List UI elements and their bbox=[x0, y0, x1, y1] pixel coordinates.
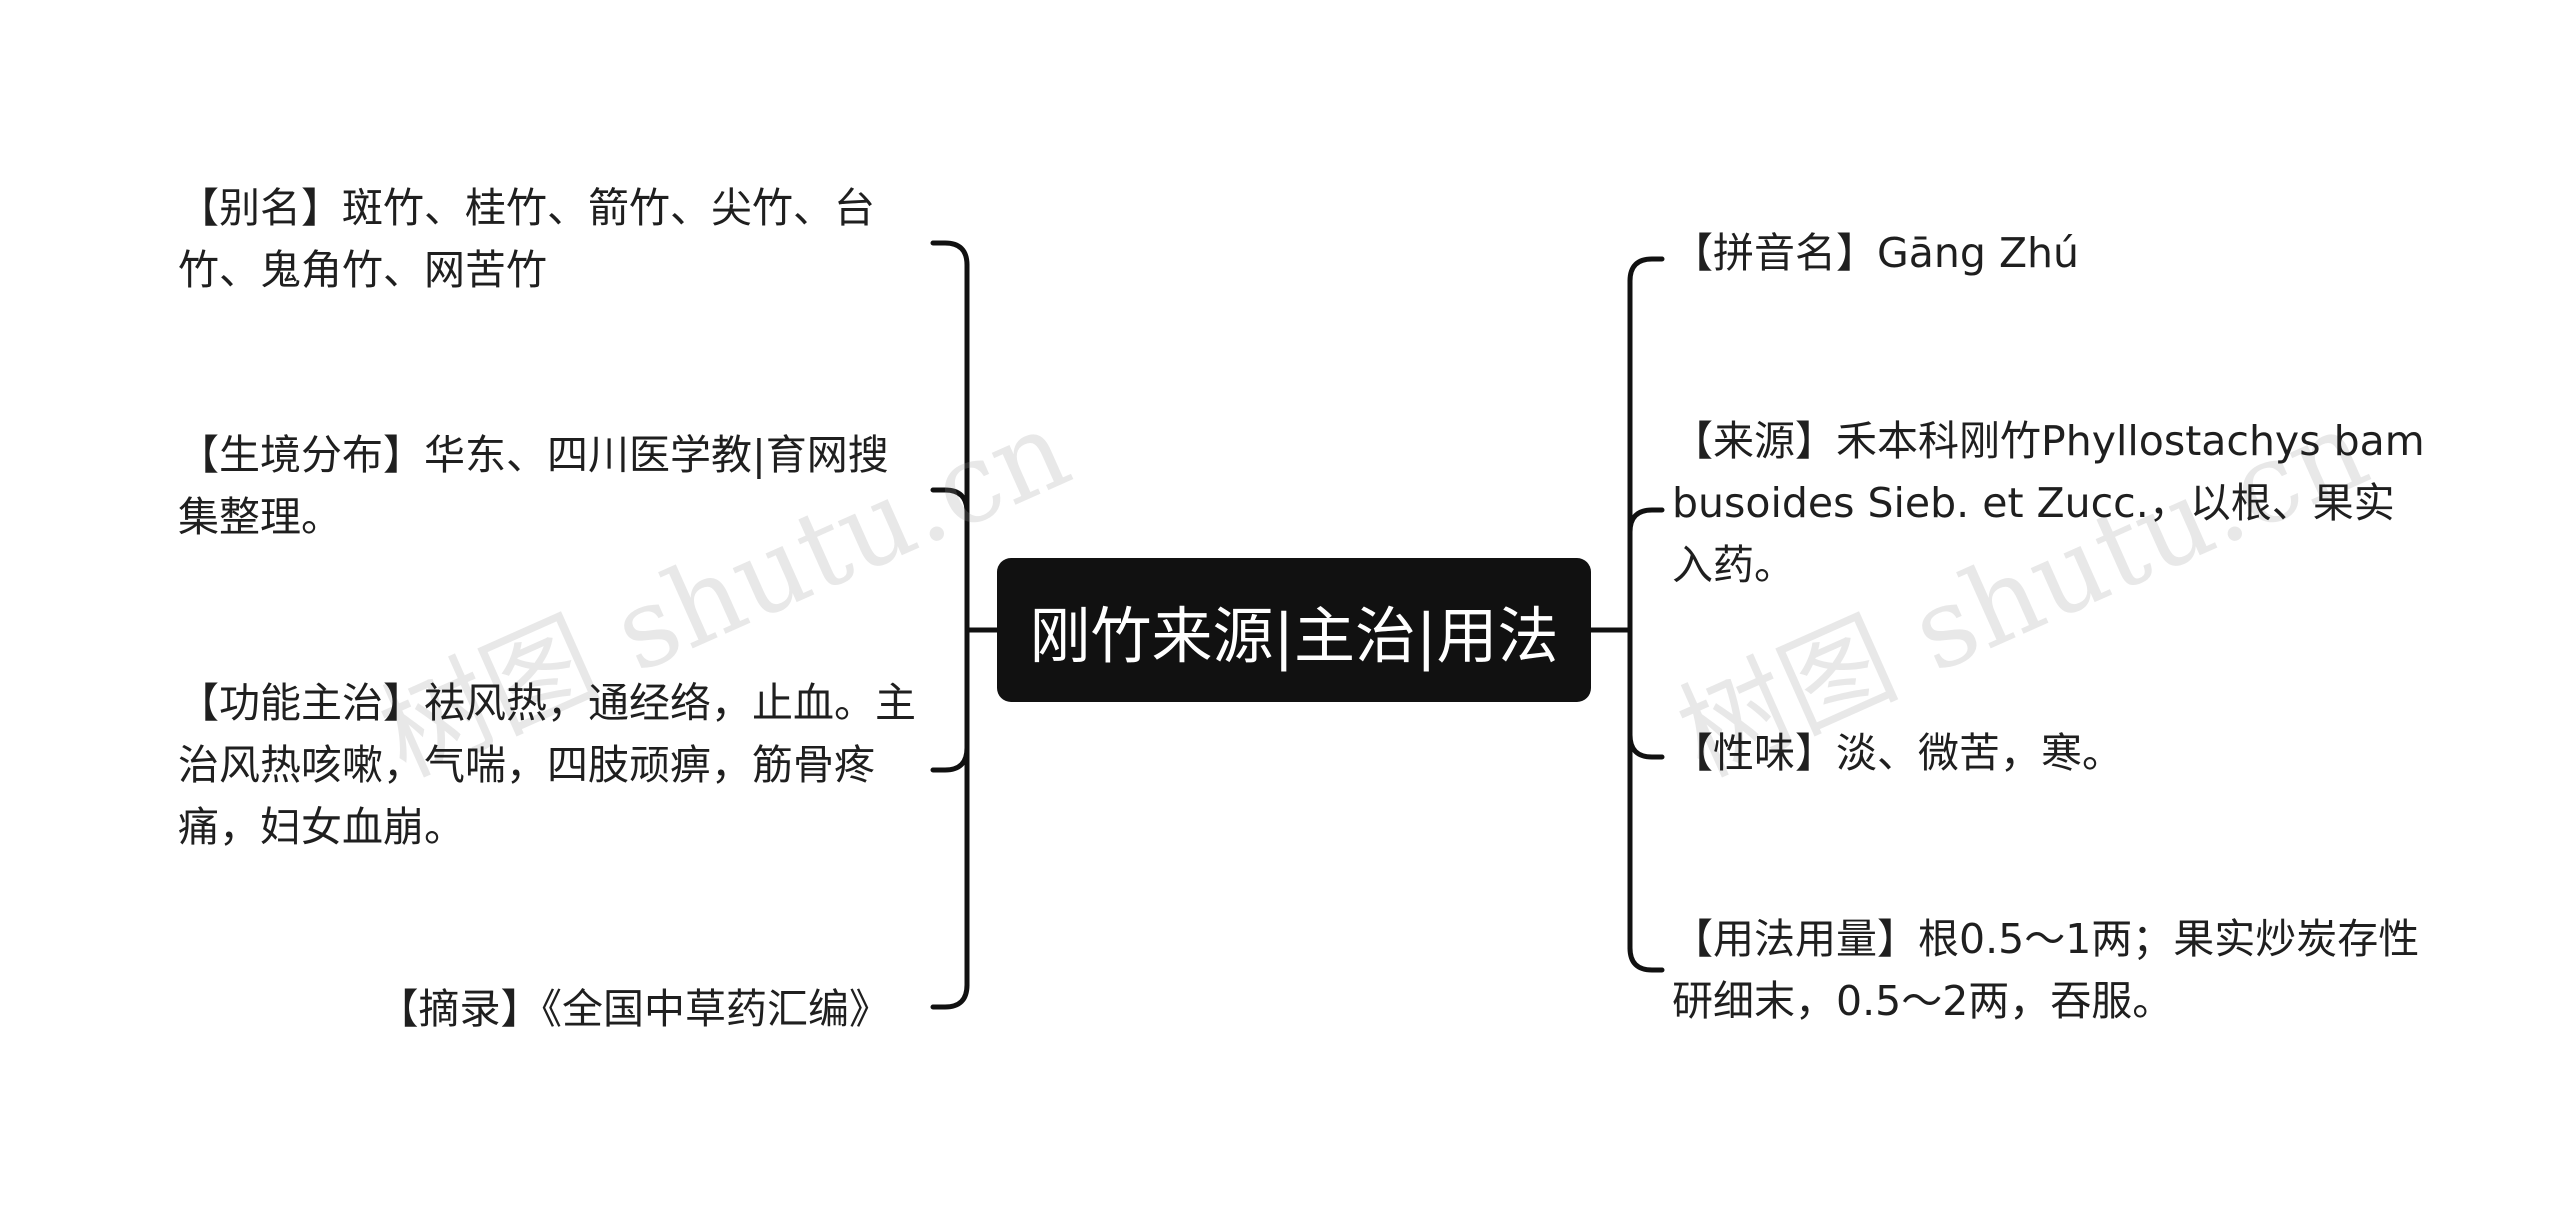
node-taste[interactable]: 【性味】淡、微苦，寒。 bbox=[1672, 729, 2123, 777]
root-title: 刚竹来源|主治|用法 bbox=[1029, 600, 1559, 672]
root-node[interactable]: 刚竹来源|主治|用法 bbox=[997, 558, 1591, 702]
connector-right-source bbox=[1627, 507, 1665, 535]
connector-left-habitat bbox=[930, 487, 970, 515]
node-alias[interactable]: 【别名】斑竹、桂竹、箭竹、尖竹、台竹、鬼角竹、网苦竹 bbox=[178, 184, 875, 294]
node-usage[interactable]: 【用法用量】根0.5～1两；果实炒炭存性研细末，0.5～2两，吞服。 bbox=[1672, 915, 2420, 1025]
connector-right-pinyin bbox=[1627, 256, 1665, 284]
node-excerpt[interactable]: 【摘录】《全国中草药汇编》 bbox=[377, 985, 891, 1033]
node-pinyin[interactable]: 【拼音名】Gāng Zhú bbox=[1672, 229, 2079, 277]
connector-left-excerpt bbox=[930, 982, 970, 1010]
connector-left-function bbox=[930, 745, 970, 773]
node-source[interactable]: 【来源】禾本科刚竹Phyllostachys bambusoides Sieb.… bbox=[1672, 417, 2425, 589]
connector-right-taste bbox=[1627, 732, 1665, 760]
connector-right-usage bbox=[1627, 945, 1665, 973]
node-function[interactable]: 【功能主治】祛风热，通经络，止血。主治风热咳嗽，气喘，四肢顽痹，筋骨疼痛，妇女血… bbox=[178, 679, 916, 851]
node-habitat[interactable]: 【生境分布】华东、四川医学教|育网搜集整理。 bbox=[178, 431, 889, 541]
connector-left-alias bbox=[930, 240, 970, 268]
